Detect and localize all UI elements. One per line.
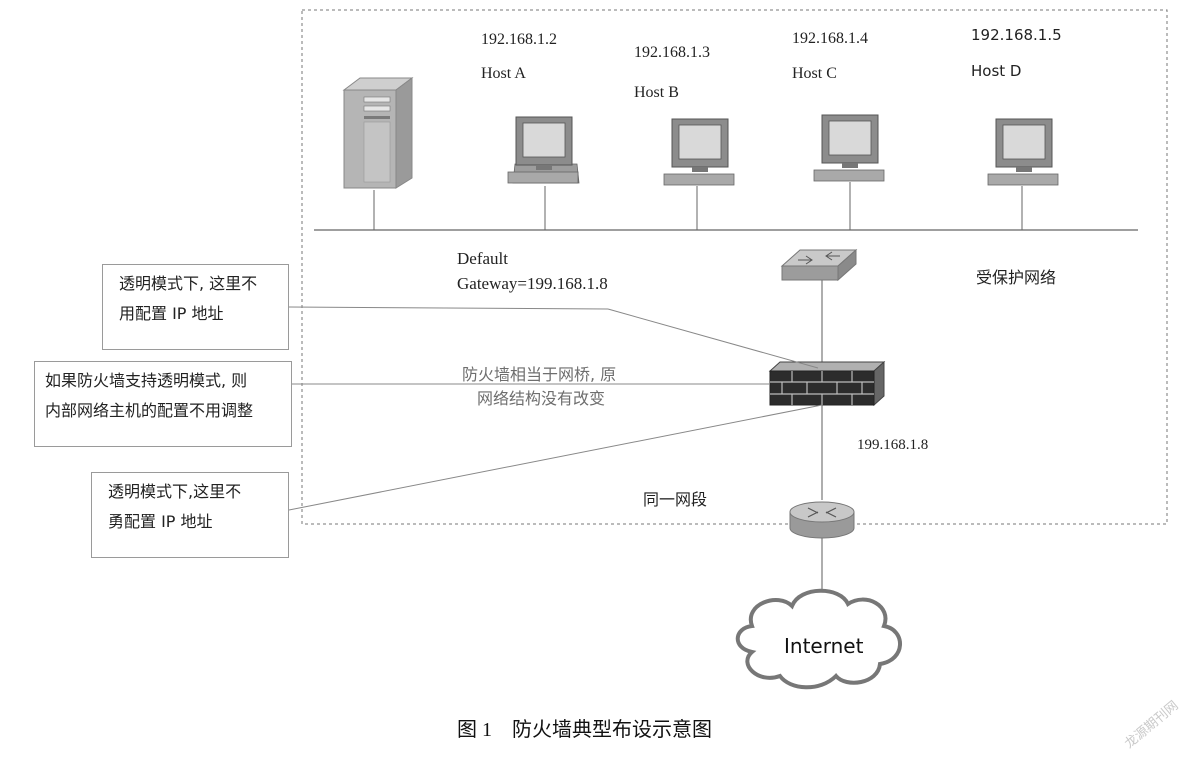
figure-caption: 图 1 防火墙典型布设示意图	[457, 719, 712, 741]
protected-network-label: 受保护网络	[976, 268, 1057, 287]
host-d-computer-icon	[987, 118, 1059, 186]
host-c-name: Host C	[792, 65, 837, 82]
callout1-leader-a	[288, 306, 609, 310]
host-b-name: Host B	[634, 84, 679, 101]
bridge-note-line1: 防火墙相当于网桥, 原	[462, 365, 617, 384]
switch-icon	[780, 248, 858, 282]
server-icon	[342, 77, 414, 189]
callout-box-2: 如果防火墙支持透明模式, 则 内部网络主机的配置不用调整	[34, 361, 292, 447]
gateway-label-line2: Gateway=199.168.1.8	[457, 274, 608, 293]
host-b-computer-icon	[663, 118, 735, 186]
internet-label: Internet	[784, 634, 864, 658]
same-segment-label: 同一网段	[643, 490, 708, 509]
gateway-label-line1: Default	[457, 249, 508, 268]
host-d-ip: 192.168.1.5	[971, 26, 1062, 44]
host-d-name: Host D	[971, 62, 1022, 80]
firewall-ip-label: 199.168.1.8	[857, 437, 929, 453]
host-c-computer-icon	[813, 114, 885, 182]
host-a-name: Host A	[481, 65, 526, 82]
callout-3-line1: 透明模式下,这里不	[108, 482, 242, 501]
bridge-note-line2: 网络结构没有改变	[477, 389, 606, 408]
callout-1-line1: 透明模式下, 这里不	[119, 274, 258, 293]
callout-box-3: 透明模式下,这里不 勇配置 IP 地址	[91, 472, 289, 558]
host-c-ip: 192.168.1.4	[792, 30, 868, 47]
callout-box-1: 透明模式下, 这里不 用配置 IP 地址	[102, 264, 289, 350]
host-b-ip: 192.168.1.3	[634, 44, 710, 61]
protected-network-boundary	[301, 9, 1168, 525]
callout1-leader-b	[607, 308, 819, 369]
callout-2-line2: 内部网络主机的配置不用调整	[45, 401, 254, 420]
callout-3-line2: 勇配置 IP 地址	[108, 512, 213, 531]
host-a-ip: 192.168.1.2	[481, 31, 557, 48]
firewall-icon	[768, 360, 886, 407]
host-a-computer-icon	[507, 116, 580, 184]
callout-1-line2: 用配置 IP 地址	[119, 304, 224, 323]
callout-2-line1: 如果防火墙支持透明模式, 则	[45, 371, 248, 390]
callout3-leader	[288, 404, 823, 511]
router-icon	[789, 501, 855, 539]
internet-cloud-icon	[735, 588, 902, 690]
